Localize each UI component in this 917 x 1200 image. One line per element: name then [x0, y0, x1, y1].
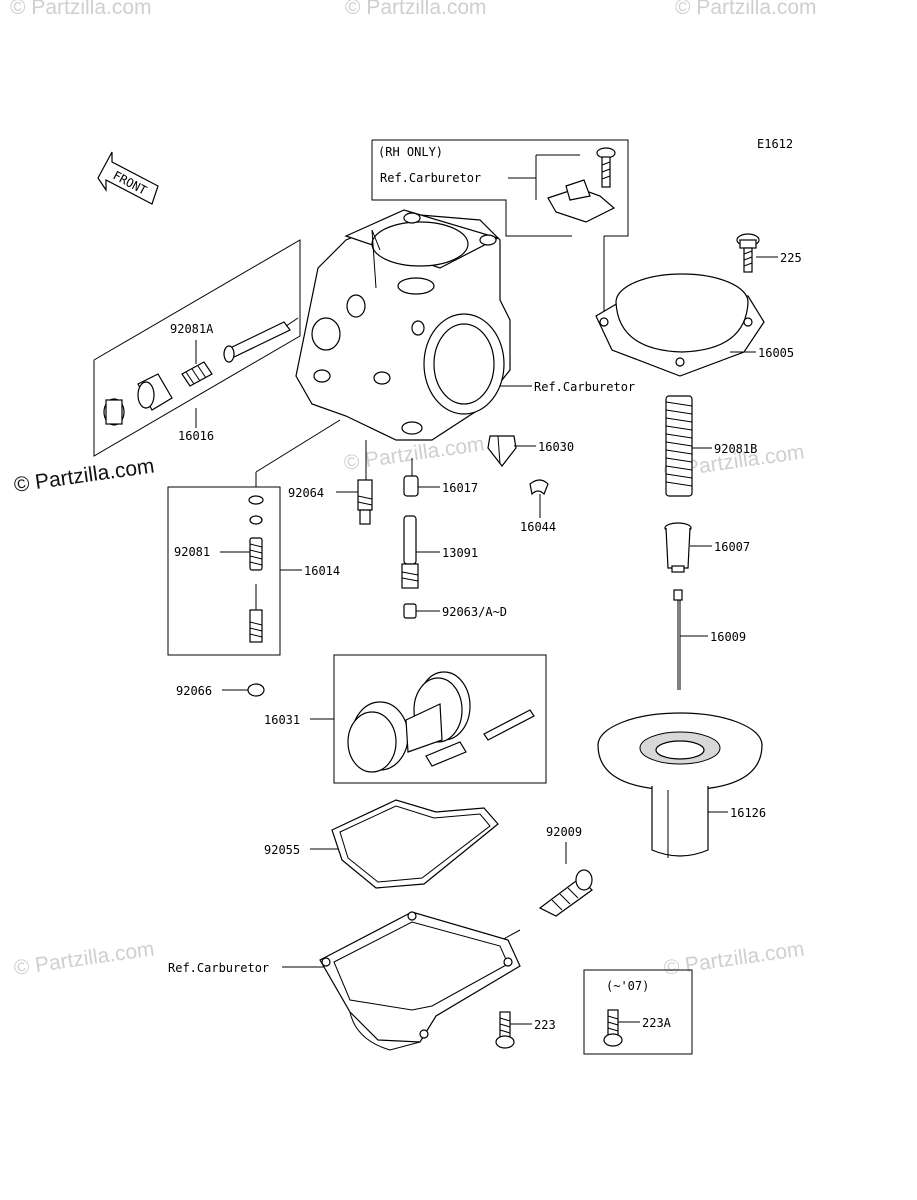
small-spring-icon [181, 361, 213, 387]
part-number: 16014 [304, 564, 340, 578]
year-note-box [583, 969, 693, 1055]
part-number: 16009 [710, 630, 746, 644]
part-number: 223A [642, 1016, 672, 1030]
drain-screw-icon [538, 869, 593, 917]
part-number: 92064 [288, 486, 324, 500]
screw-223-icon [495, 1011, 515, 1049]
needle-valve-box [167, 486, 281, 656]
plug-icon [103, 373, 173, 426]
float-bowl-icon [319, 911, 521, 1051]
bracket-icon [547, 179, 616, 223]
watermark-faint: © Partzilla.com [12, 937, 155, 979]
ref-carburetor-label: Ref.Carburetor [380, 171, 481, 185]
needle-holder-icon [664, 522, 692, 573]
needle-jet-icon [401, 515, 419, 589]
screw-225-icon [736, 233, 760, 273]
part-number: 16017 [442, 481, 478, 495]
jet-needle-icon [673, 589, 683, 690]
jet-92064-icon [357, 479, 373, 525]
jet-holder-icon [403, 475, 419, 497]
part-number: 16016 [178, 429, 214, 443]
needle-icon [249, 584, 263, 643]
diaphragm-slide-icon [597, 712, 763, 858]
part-number: 92081 [174, 545, 210, 559]
part-number: 92009 [546, 825, 582, 839]
pilot-screw-icon [223, 317, 299, 363]
diagram-id: E1612 [757, 137, 793, 151]
watermark-faint: © Partzilla.com [10, 0, 152, 19]
screw-223a-icon [603, 1009, 623, 1047]
part-number: 92066 [176, 684, 212, 698]
spring-icon [665, 395, 693, 497]
top-cover-icon [595, 273, 765, 377]
part-number: 16030 [538, 440, 574, 454]
watermark-faint: © Partzilla.com [662, 937, 805, 979]
ref-carburetor-label: Ref.Carburetor [534, 380, 635, 394]
screw-icon [596, 147, 616, 188]
rh-only-box: (RH ONLY) Ref.Carburetor [371, 139, 629, 316]
year-note-label: (~'07) [606, 979, 649, 993]
part-number: 16007 [714, 540, 750, 554]
front-arrow-icon: FRONT [97, 151, 159, 205]
watermark-faint: © Partzilla.com [675, 0, 817, 19]
float-valve-icon [487, 435, 517, 467]
cap-icon [247, 683, 265, 697]
ref-carburetor-label: Ref.Carburetor [168, 961, 269, 975]
part-number: 223 [534, 1018, 556, 1032]
washer-icon [249, 515, 263, 525]
part-number: 225 [780, 251, 802, 265]
gasket-icon [331, 799, 499, 889]
part-number: 92063/A~D [442, 605, 507, 619]
part-number: 16126 [730, 806, 766, 820]
pilot-screw-box [93, 239, 301, 457]
part-number: 92055 [264, 843, 300, 857]
main-jet-icon [403, 603, 417, 619]
o-ring-icon [248, 495, 264, 505]
part-number: 16031 [264, 713, 300, 727]
carburetor-body-icon [295, 209, 511, 441]
rh-only-label: (RH ONLY) [378, 145, 443, 159]
watermark-faint: © Partzilla.com [345, 0, 487, 19]
part-number: 92081A [170, 322, 214, 336]
part-number: 16005 [758, 346, 794, 360]
part-number: 13091 [442, 546, 478, 560]
part-number: 16044 [520, 520, 556, 534]
float-icon [347, 671, 535, 773]
watermark: © Partzilla.com [12, 454, 155, 496]
part-number: 92081B [714, 442, 757, 456]
clip-icon [529, 479, 549, 496]
spring-92081-icon [249, 537, 263, 571]
